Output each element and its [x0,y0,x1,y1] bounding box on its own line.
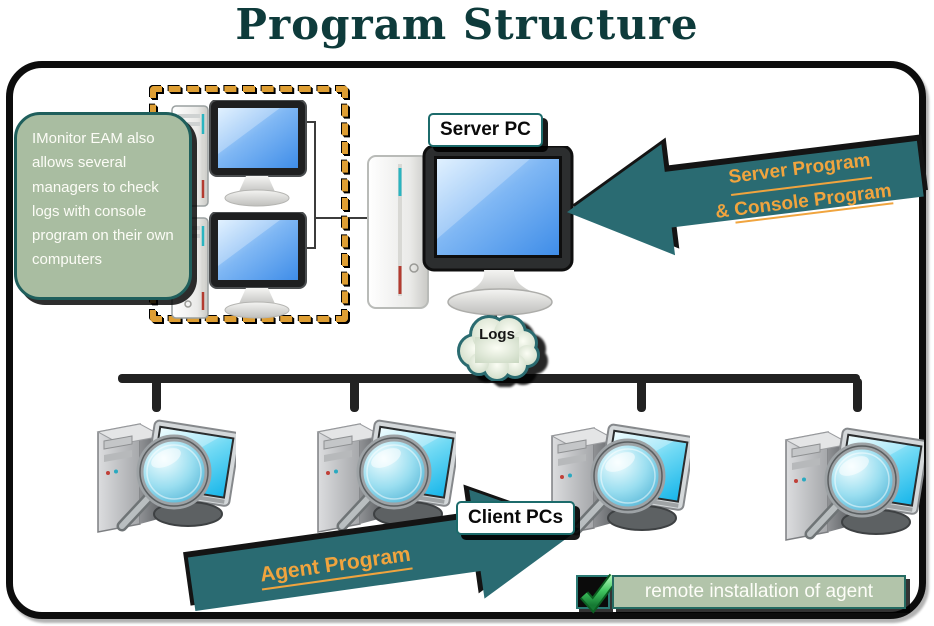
network-drop [637,378,646,412]
network-drop [853,378,862,412]
green-check-icon [579,573,619,614]
logs-label: Logs [479,326,515,343]
bracket-line [314,121,316,249]
left-arrow-shape [566,134,928,256]
network-drop [152,378,161,412]
logs-cloud-icon [457,315,540,381]
remote-installation-label: remote installation of agent [612,575,906,609]
server-pc-icon [366,146,574,317]
client-pc-icon [772,406,924,548]
client-pcs-label: Client PCs [456,501,576,535]
page-title: Program Structure [235,0,699,49]
network-drop [350,378,359,412]
server-program-arrow: Server Program & Console Program [556,98,934,288]
server-pc-label: Server PC [428,113,543,147]
note-box: IMonitor EAM also allows several manager… [14,112,192,300]
diagram-frame [6,61,926,619]
checkbox [576,573,619,614]
agent-program-text: Agent Program [258,542,413,591]
